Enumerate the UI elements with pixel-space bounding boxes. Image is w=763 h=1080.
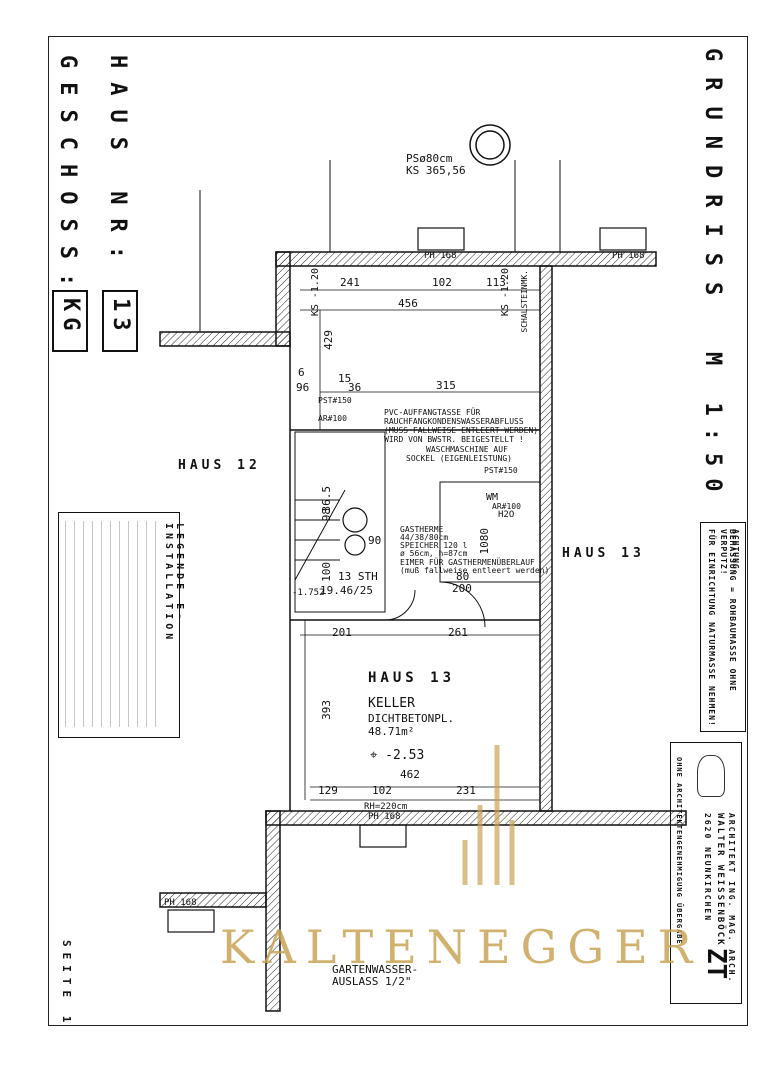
dim-456: 456	[398, 297, 418, 310]
room-haus13-main: HAUS 13	[368, 670, 456, 686]
pvc-note-1: PVC-AUFFANGTASSE FÜR	[384, 408, 481, 417]
gas-note-4: ø 56cm, h=87cm	[400, 549, 468, 558]
ph-label-3: PH 168	[368, 812, 401, 822]
dim-15: 15	[338, 372, 352, 385]
rh-label: RH=220cm	[364, 802, 408, 812]
room-haus12: HAUS 12	[178, 458, 261, 473]
gas-note-1: GASTHERME	[400, 525, 444, 534]
architect-line2: WALTER WEISSENBÖCK	[715, 813, 725, 947]
dim-429: 429	[322, 330, 335, 350]
dim-231: 231	[456, 784, 476, 797]
page-label: SEITE 1	[60, 940, 73, 1029]
haus-nr-value: 13	[108, 298, 133, 337]
gas-boiler-icon	[342, 507, 368, 556]
kaltenegger-logo: KALTENEGGER	[220, 920, 703, 974]
eimer-note-1: EIMER FÜR GASTHERMENÜBERLAUF	[400, 558, 535, 567]
dimension-lines	[300, 289, 540, 801]
drawing-title: GRUNDRISS	[700, 48, 725, 312]
logo-mark	[462, 745, 515, 885]
architect-line3: 2620 NEUNKIRCHEN	[703, 813, 712, 923]
door-swing	[384, 581, 486, 628]
dim-315: 315	[436, 379, 456, 392]
pst-label-1: PST#150	[318, 396, 352, 405]
dim-201: 201	[332, 626, 352, 639]
room-floor: DICHTBETONPL.	[368, 712, 455, 725]
drawing-scale: M 1:50	[700, 352, 725, 504]
dim-113: 113	[486, 276, 506, 289]
dim-241: 241	[340, 276, 360, 289]
stair-level: -1.752	[292, 588, 325, 598]
cellar-doors	[167, 227, 647, 933]
legend-entries	[65, 521, 157, 727]
eagle-emblem-icon	[697, 755, 725, 797]
geschoss-box: KG	[52, 290, 88, 352]
stair	[294, 489, 346, 581]
eimer-note-2: (muß fallweise entleert werden)	[400, 566, 550, 575]
pvc-note-4: WIRD VON BWSTR. BEIGESTELLT !	[384, 435, 524, 444]
ks-label: KS 365,56	[406, 164, 466, 177]
garden-water-2: AUSLASS 1/2"	[332, 975, 412, 988]
schalstein-label: SCHALSTEINMK.	[520, 270, 529, 333]
ar-label-1: AR#100	[318, 414, 347, 423]
room-level-value: -2.53	[385, 748, 425, 763]
note-line1: ACHTUNG:	[731, 529, 740, 576]
zt-mark: ZT	[701, 948, 731, 980]
wm-symbol: WM	[486, 492, 499, 503]
legend-box: LEGENDE E-INSTALLATION	[58, 512, 185, 738]
room-level: ⌖ -2.53	[370, 748, 425, 763]
gas-note-2: 44/38/80cm	[400, 533, 449, 542]
geschoss-value: KG	[58, 298, 83, 337]
dim-200: 200	[452, 582, 472, 595]
dim-36: 36	[348, 381, 362, 394]
ks-120-left: KS -1.20	[310, 268, 321, 317]
dim-102-top: 102	[432, 276, 452, 289]
pvc-note-3: (MUSS FALLWEISE ENTLEERT WERDEN)	[384, 426, 539, 435]
note-box: ACHTUNG: BEMASSUNG = ROHBAUMASSE OHNE VE…	[700, 522, 746, 732]
room-haus13-right: HAUS 13	[562, 546, 645, 561]
ph-label-4: PH 168	[164, 898, 197, 908]
dim-6: 6	[298, 366, 305, 379]
dim-393: 393	[320, 700, 333, 720]
drawing-sheet	[48, 36, 748, 1026]
ps-label: PSø80cm	[406, 152, 453, 165]
wm-note-2: SOCKEL (EIGENLEISTUNG)	[406, 454, 512, 463]
geschoss-label: GESCHOSS:	[55, 55, 80, 301]
note-line2: BEMASSUNG = ROHBAUMASSE OHNE VERPUTZ!	[719, 529, 737, 692]
dim-98: 98	[320, 508, 333, 522]
chimney-icon	[469, 124, 511, 166]
pvc-note-2: RAUCHFANGKONDENSWASSERABFLUSS	[384, 417, 524, 426]
dim-80: 80	[456, 570, 470, 583]
h2o-symbol: H2O	[498, 510, 515, 520]
stair-ratio: 19.46/25	[320, 584, 373, 597]
room-area: 48.71m²	[368, 725, 415, 738]
wm-note-1: WASCHMASCHINE AUF	[426, 445, 508, 454]
legend-title: LEGENDE E-INSTALLATION	[163, 523, 185, 644]
dim-102-bottom: 102	[372, 784, 392, 797]
dim-1080: 1080	[478, 528, 491, 555]
gas-note-3: SPEICHER 120 l	[400, 541, 468, 550]
dim-261: 261	[448, 626, 468, 639]
dim-129: 129	[318, 784, 338, 797]
ph-label-1: PH 168	[424, 251, 457, 261]
garden-water-1: GARTENWASSER-	[332, 963, 419, 976]
ar-label-2: AR#100	[492, 502, 521, 511]
dim-90: 90	[368, 534, 382, 547]
dim-100: 100	[320, 562, 333, 582]
dim-96: 96	[296, 381, 310, 394]
dim-462: 462	[400, 768, 420, 781]
architect-line1: ARCHITEKT ING. MAG. ARCH.	[727, 813, 736, 984]
stair-label: 13 STH	[338, 570, 378, 583]
note-line3: FÜR EINRICHTUNG NATURMASSE NEHMEN!	[707, 529, 716, 727]
ph-label-2: PH 168	[612, 251, 645, 261]
pst-label-2: PST#150	[484, 466, 518, 475]
ks-120-right: KS -1.20	[500, 268, 511, 317]
interior-walls	[199, 160, 561, 811]
architect-stamp: ARCHITEKT ING. MAG. ARCH. WALTER WEISSEN…	[670, 742, 742, 1004]
room-keller: KELLER	[368, 696, 415, 711]
haus-nr-box: 13	[102, 290, 138, 352]
haus-nr-label: HAUS NR:	[105, 55, 130, 273]
exterior-walls	[159, 251, 687, 1012]
architect-line4: OHNE ARCHITEKTENGENEHMIGUNG ÜBERGABE	[675, 757, 683, 945]
